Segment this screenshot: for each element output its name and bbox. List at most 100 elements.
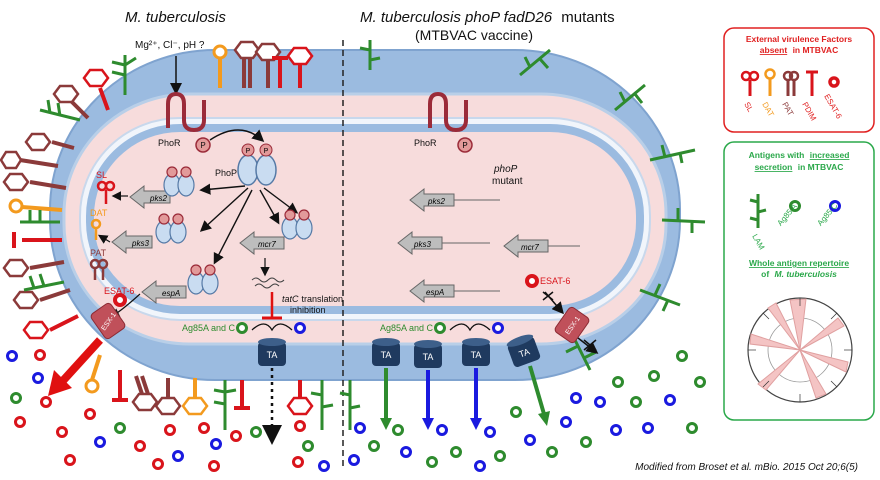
ag85a-legend-icon <box>789 200 801 212</box>
dat-product-label: DAT <box>90 208 108 218</box>
phosphorylation-arrow <box>209 129 265 143</box>
ta-right-2: TA <box>414 340 442 368</box>
svg-text:pks3: pks3 <box>413 240 431 249</box>
ta-right-4: TA <box>506 334 541 367</box>
ag85-label-right: Ag85A and C <box>380 323 434 333</box>
pat-lipid <box>131 375 159 412</box>
esat6-secretion-arrow <box>57 337 103 387</box>
ta-left: TA <box>258 338 286 366</box>
phor-label: PhoR <box>158 138 181 148</box>
lam-molecule <box>310 380 334 430</box>
left-title: M. tuberculosis <box>125 9 226 26</box>
lam-molecule <box>519 48 551 77</box>
lam-molecule <box>23 273 65 292</box>
ag85-binding <box>251 323 293 332</box>
pks3-gene: pks3 <box>111 229 153 255</box>
esat6-label-right: ESAT-6 <box>540 276 570 286</box>
pks2-gene: pks2 <box>129 184 171 210</box>
blocked-arrows <box>542 291 599 354</box>
lam-legend-icon <box>749 194 767 228</box>
legend-repertoire-title-2: of M. tuberculosis <box>761 269 837 279</box>
svg-text:TA: TA <box>423 352 434 362</box>
legend-increased-panel: Antigens with increased secretion in MTB… <box>723 141 875 421</box>
phosphate-label: P <box>200 141 205 150</box>
phop-mutant-italic: phoP <box>493 164 518 175</box>
ag85a-dot <box>236 322 248 334</box>
legend-absent-panel: External virulence Factors absent in MTB… <box>723 27 875 133</box>
sl-lipid <box>286 46 314 88</box>
extracellular-antigens <box>6 349 706 472</box>
pat-lipid <box>2 258 65 278</box>
pat-lipid <box>12 288 71 310</box>
lam-molecule <box>614 83 646 112</box>
citation-text: Modified from Broset et al. mBio. 2015 O… <box>635 462 858 473</box>
sl-product-label: SL <box>96 170 107 180</box>
regulation-arrows <box>199 183 299 265</box>
legend-absent-item: SL <box>742 101 755 114</box>
lam-molecule <box>359 40 381 70</box>
legend-absent-title-1: External virulence Factors <box>746 34 853 44</box>
pdim-lipid <box>112 370 128 402</box>
pdim-lipid <box>12 232 62 248</box>
ag85-secretion-arrows <box>380 365 550 430</box>
legend-increased-title-1: Antigens with increased <box>749 150 850 160</box>
cell-envelope <box>49 49 681 381</box>
pdim-lipid <box>272 56 288 88</box>
pdim-legend-icon <box>806 70 818 96</box>
pat-product-label: PAT <box>90 248 107 258</box>
dat-lipid <box>8 198 63 214</box>
mcr7-gene-right: mcr7 <box>503 233 580 259</box>
esat6-dot-right <box>525 274 539 288</box>
phop-dimer: P P <box>237 143 277 186</box>
legend-increased-title-2: secretion in MTBVAC <box>755 162 844 172</box>
svg-text:TA: TA <box>471 350 482 360</box>
lam-molecule <box>111 55 137 95</box>
ag85-label-left: Ag85A and C <box>182 323 236 333</box>
sl-lipid <box>22 314 79 340</box>
svg-text:mcr7: mcr7 <box>521 243 539 252</box>
rna-wave <box>251 277 285 289</box>
phor-receptor-right: P <box>428 91 473 153</box>
esat6-legend-icon <box>828 76 840 88</box>
svg-text:espA: espA <box>162 289 180 298</box>
pat-lipid <box>0 150 59 170</box>
sl-legend-icon <box>740 70 760 96</box>
phop-mutant-label: mutant <box>492 176 523 187</box>
dat-lipid <box>84 354 102 394</box>
sl-lipid <box>82 68 110 111</box>
pdim-lipid <box>234 380 250 410</box>
ta-right-3: TA <box>462 338 490 366</box>
right-gene-blocks: pks2 pks3 espA mcr7 <box>397 187 580 304</box>
phor-receptor: P <box>166 91 211 153</box>
svg-text:TA: TA <box>381 350 392 360</box>
svg-text:mcr7: mcr7 <box>258 240 276 249</box>
esat6-secretion-arrowhead <box>48 370 72 396</box>
left-gene-blocks: pks2 pks3 espA mcr7 <box>111 184 285 305</box>
svg-text:espA: espA <box>426 288 444 297</box>
esat6-dot <box>113 293 127 307</box>
lam-molecule <box>661 208 706 233</box>
bound-phop <box>155 166 313 295</box>
dat-lipid <box>181 378 209 416</box>
right-title: M. tuberculosis phoP fadD26 mutants <box>360 9 615 26</box>
esx1-right: ESX-1 <box>554 306 590 344</box>
svg-text:pks2: pks2 <box>149 194 167 203</box>
phor-label-right: PhoR <box>414 138 437 148</box>
svg-text:TA: TA <box>518 346 532 359</box>
pat-lipid <box>233 40 261 88</box>
svg-text:pks2: pks2 <box>427 197 445 206</box>
ta-right-1: TA <box>372 338 400 366</box>
dat-legend-icon <box>764 68 776 96</box>
svg-text:P: P <box>246 148 251 155</box>
pat-lipid <box>52 84 90 120</box>
svg-text:P: P <box>264 148 269 155</box>
pat-lipid <box>154 378 182 416</box>
ag85c-legend-icon <box>829 200 841 212</box>
lam-molecule <box>339 380 361 430</box>
dat-lipid <box>212 44 228 88</box>
mcr7-gene: mcr7 <box>239 230 285 256</box>
sl-lipid <box>286 380 314 416</box>
espA-gene: espA <box>141 279 187 305</box>
